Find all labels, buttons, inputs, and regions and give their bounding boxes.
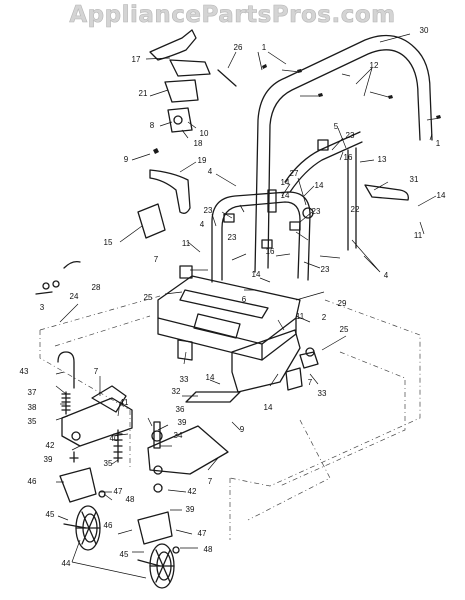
callout: 23 (346, 131, 355, 140)
callout: 21 (139, 89, 148, 98)
lower-handle-loop (211, 191, 341, 283)
callout: 42 (188, 487, 197, 496)
callout: 41 (120, 398, 129, 407)
reference-outline (39, 295, 421, 540)
callout: 43 (20, 367, 29, 376)
callout: 7 (308, 378, 313, 387)
callout: 27 (290, 169, 299, 178)
callout: 9 (240, 425, 245, 434)
callout: 18 (194, 139, 203, 148)
callout: 23 (228, 233, 237, 242)
callout: 16 (266, 247, 275, 256)
callout: 4 (208, 167, 213, 176)
control-lever-assembly (149, 29, 237, 154)
callout: 5 (334, 122, 339, 131)
callout: 36 (176, 405, 185, 414)
callout: 14 (315, 181, 324, 190)
right-front-caster (113, 421, 229, 589)
callout: 9 (124, 155, 129, 164)
callout: 44 (62, 559, 71, 568)
callout: 8 (150, 121, 155, 130)
callout: 1 (436, 139, 441, 148)
callout: 23 (321, 265, 330, 274)
callout: 38 (28, 403, 37, 412)
callout: 37 (28, 388, 37, 397)
callout: 33 (318, 389, 327, 398)
leader-lines (55, 33, 437, 579)
callout: 11 (182, 239, 191, 248)
callout: 2 (322, 313, 327, 322)
callout: 40 (110, 434, 119, 443)
callout: 14 (437, 191, 446, 200)
callout: 25 (144, 293, 153, 302)
callout: 30 (420, 26, 429, 35)
handle-assembly (254, 34, 441, 273)
callout: 35 (104, 459, 113, 468)
callout: 29 (338, 299, 347, 308)
callout: 25 (340, 325, 349, 334)
callout: 1 (262, 43, 267, 52)
callout: 7 (208, 477, 213, 486)
hardware-fasteners-left (35, 260, 319, 369)
callout: 12 (370, 61, 379, 70)
callout: 16 (344, 153, 353, 162)
callout: 33 (180, 375, 189, 384)
callout: 45 (46, 510, 55, 519)
callout: 48 (204, 545, 213, 554)
callout: 34 (174, 431, 183, 440)
callout: 14 (281, 191, 290, 200)
callout: 31 (410, 175, 419, 184)
callout: 39 (178, 418, 187, 427)
callout: 23 (204, 206, 213, 215)
callout: 14 (264, 403, 273, 412)
callout: 14 (281, 178, 290, 187)
callout: 4 (200, 220, 205, 229)
callout: 22 (351, 205, 360, 214)
callout: 28 (92, 283, 101, 292)
callout: 4 (384, 271, 389, 280)
callout: 11 (296, 312, 305, 321)
callout: 32 (172, 387, 181, 396)
callout: 39 (186, 505, 195, 514)
callout: 47 (114, 487, 123, 496)
callout: 17 (132, 55, 141, 64)
belt-guard (137, 169, 191, 239)
callout: 14 (252, 270, 261, 279)
callout: 23 (312, 207, 321, 216)
callout-labels: 30 1 12 1 17 26 21 8 10 18 9 19 5 23 16 … (20, 26, 446, 568)
callout: 46 (28, 477, 37, 486)
callout: 42 (46, 441, 55, 450)
callout: 11 (414, 231, 423, 240)
callout: 13 (378, 155, 387, 164)
callout: 48 (126, 495, 135, 504)
callout: 10 (200, 129, 209, 138)
callout: 15 (104, 238, 113, 247)
callout: 45 (120, 550, 129, 559)
callout: 7 (154, 255, 159, 264)
left-front-caster (57, 351, 133, 551)
watermark-text: AppliancePartsPros.com (69, 2, 396, 29)
callout: 3 (40, 303, 45, 312)
callout: 14 (206, 373, 215, 382)
callout: 6 (242, 295, 247, 304)
callout: 39 (44, 455, 53, 464)
callout: 26 (234, 43, 243, 52)
callout: 7 (94, 367, 99, 376)
callout: 19 (198, 156, 207, 165)
callout: 35 (28, 417, 37, 426)
callout: 47 (198, 529, 207, 538)
callout: 46 (104, 521, 113, 530)
callout: 24 (70, 292, 79, 301)
